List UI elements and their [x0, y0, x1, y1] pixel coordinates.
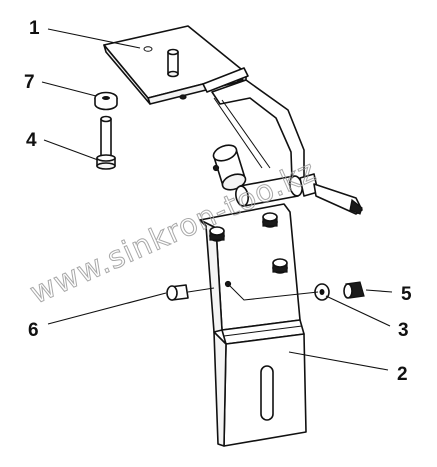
leader-line-4	[43, 139, 99, 161]
callout-2: 2	[397, 364, 408, 385]
pivot-shaft	[235, 173, 319, 207]
part-5-nut	[343, 281, 365, 299]
plate-pin	[167, 48, 179, 78]
part-6-screw	[166, 284, 215, 301]
callout-1: 1	[29, 18, 40, 39]
leader-line-7	[41, 81, 97, 97]
part-2-bracket	[199, 203, 307, 447]
bracket-bolt	[209, 226, 225, 242]
part-3-washer	[314, 283, 330, 301]
leader-line-5	[365, 289, 393, 293]
callout-5: 5	[401, 284, 412, 305]
leader-line-6	[47, 292, 167, 325]
plate-hole	[143, 46, 153, 52]
callout-3: 3	[398, 320, 409, 341]
plate-stud	[179, 94, 187, 100]
leader-line-2	[288, 351, 389, 371]
adjustment-slot	[260, 365, 274, 421]
callout-7: 7	[24, 72, 35, 93]
callout-4: 4	[26, 130, 37, 151]
part-7-washer	[94, 91, 118, 111]
leader-line-1	[47, 28, 141, 49]
part-1-pedal-assembly	[103, 25, 363, 215]
callout-6: 6	[28, 320, 39, 341]
bracket-bolt	[272, 258, 288, 274]
part-4-bolt	[96, 115, 116, 170]
assembly-line	[227, 283, 319, 301]
bracket-bolt	[262, 212, 278, 228]
leader-line-3	[325, 295, 391, 327]
arm-roller	[212, 144, 247, 191]
